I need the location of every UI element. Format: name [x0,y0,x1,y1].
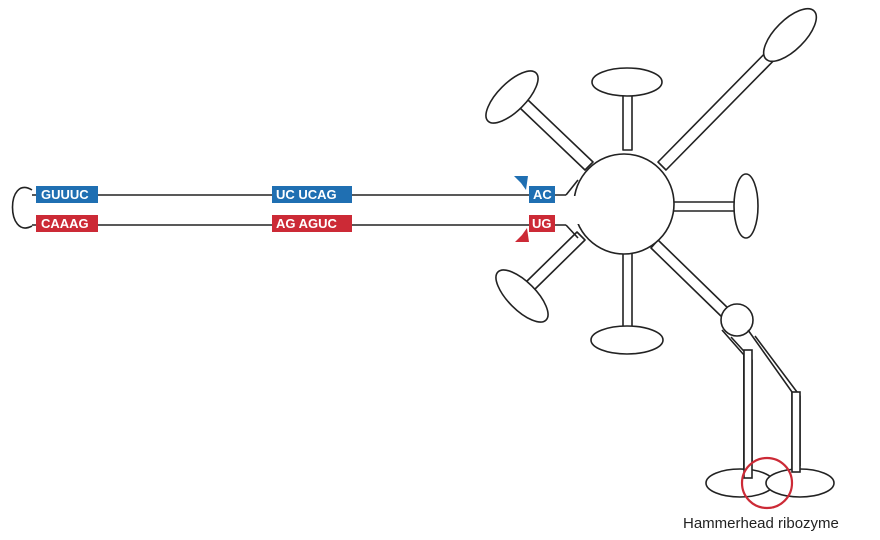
hub-entry-top-edge [565,179,579,196]
top-strand-labels: GUUUC UC UCAG AC [36,186,555,203]
central-hub [573,153,675,255]
seq-box-ucucag [272,186,352,203]
seq-box-ug [529,215,555,232]
hammerhead-stem-right [747,329,793,474]
arm-right [667,201,743,212]
arm-bottom [622,249,633,335]
cleavage-arrow-red-icon [515,228,529,242]
arm-top [622,89,633,151]
seq-box-agaguc [272,215,352,232]
hammerhead-right-loop [765,468,835,498]
seq-ac: AC [533,187,552,202]
seq-box-caaag [36,215,98,232]
seq-caaag: CAAAG [41,216,89,231]
seq-guuuc: GUUUC [41,187,89,202]
arm-right-loop [733,173,759,239]
hub-entry-bottom-edge [565,224,579,239]
seq-box-ac [529,186,555,203]
central-multibranch [485,7,818,355]
arm-upper-right-loop [762,7,818,63]
hammerhead-stem-ii [791,391,801,473]
hammerhead-stem-left [721,329,745,470]
arm-lower-left [523,231,586,293]
seq-ucucag: UC UCAG [276,187,337,202]
hammerhead-region [705,303,835,510]
hammerhead-stem-i [743,349,753,479]
left-loop-cap [11,186,33,229]
arm-lower-right [650,239,733,321]
arm-upper-left [519,99,594,171]
seq-ug: UG [532,216,552,231]
figure-caption: Hammerhead ribozyme [683,515,839,532]
cleavage-arrow-blue-icon [514,176,528,190]
hammerhead-left-loop [705,468,775,498]
hub-entry [560,196,586,224]
bottom-strand-labels: CAAAG AG AGUC UG [36,215,555,232]
arm-upper-left-loop [485,70,539,124]
arm-top-loop [591,67,663,97]
arm-bottom-loop [590,325,664,355]
arm-lower-left-loop [495,269,549,323]
seq-agaguc: AG AGUC [276,216,338,231]
cleavage-site-circle [740,456,794,510]
seq-box-guuuc [36,186,98,203]
hammerhead-junction [720,303,754,337]
